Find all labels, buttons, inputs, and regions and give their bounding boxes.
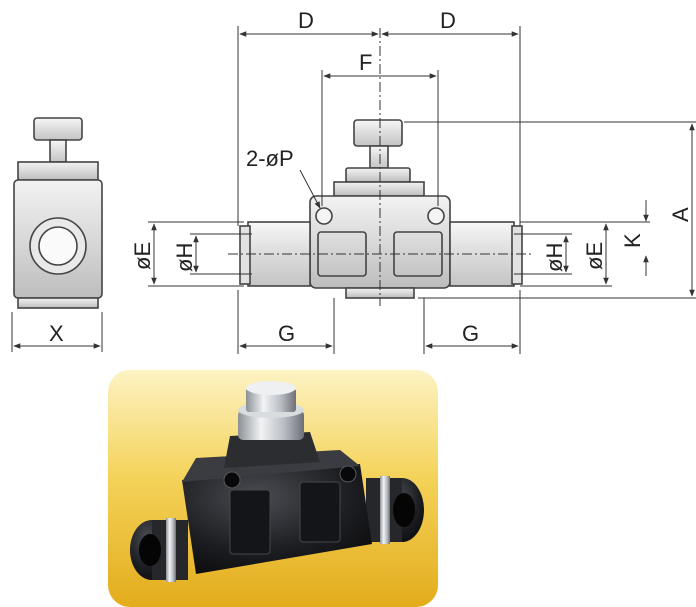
dim-d [237,26,521,226]
dim-e-h-left [148,221,252,287]
dim-label-x: X [49,321,64,346]
dim-label-k: K [620,233,645,248]
dim-label-e-left: øE [130,242,155,270]
dim-e-h-right [514,221,612,287]
dim-label-p: 2-øP [246,146,294,171]
dim-label-a: A [668,207,693,222]
dim-label-d-right: D [440,8,456,33]
dim-a [404,121,696,299]
dim-label-h-left: øH [172,243,197,272]
dim-label-g-left: G [278,321,295,346]
dim-f [321,70,439,206]
dim-label-h-right: øH [542,243,567,272]
front-view [228,28,534,306]
dim-label-g-right: G [462,321,479,346]
dim-g [237,290,521,354]
leader-p [299,169,321,209]
dim-label-d-left: D [298,8,314,33]
dim-label-e-right: øE [582,242,607,270]
dim-label-f: F [359,50,372,75]
side-view [11,117,103,352]
product-photo [108,370,438,607]
